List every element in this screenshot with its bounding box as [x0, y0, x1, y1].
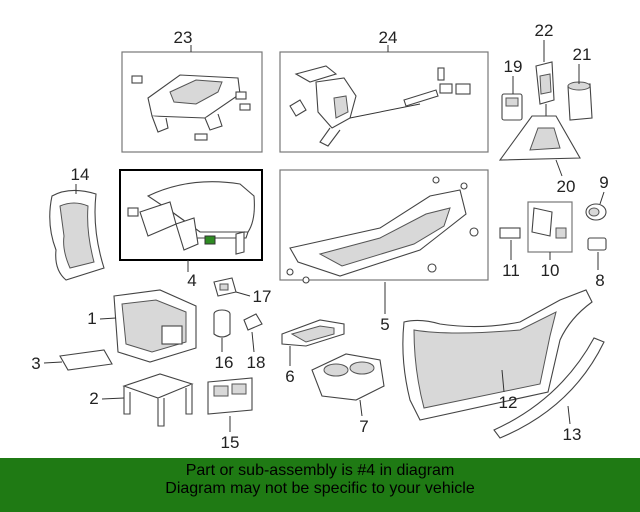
callout-23: 23 — [174, 28, 193, 47]
callout-6: 6 — [285, 367, 294, 386]
callout-2: 2 — [89, 389, 98, 408]
callout-11: 11 — [502, 261, 520, 280]
part-8-plug[interactable] — [587, 237, 607, 251]
callout-13: 13 — [563, 425, 582, 444]
callout-10: 10 — [541, 261, 560, 280]
part-16-socket[interactable] — [213, 309, 231, 338]
part-10-switch-panel[interactable] — [531, 207, 567, 239]
part-21-knob[interactable] — [567, 81, 593, 121]
callout-24: 24 — [379, 28, 398, 47]
part-9-socket[interactable] — [585, 203, 607, 221]
part-4-armrest-lid[interactable] — [127, 181, 255, 255]
callout-7: 7 — [359, 417, 368, 436]
callout-17: 17 — [253, 287, 272, 306]
callout-4: 4 — [187, 271, 196, 290]
callout-22: 22 — [535, 21, 554, 40]
callout-12: 12 — [499, 393, 518, 412]
box-part-24 — [279, 51, 489, 153]
part-2-bracket[interactable] — [122, 373, 194, 427]
exploded-parts-diagram: 23 24 19 22 21 20 — [31, 21, 608, 452]
part-24-shift-lever[interactable] — [289, 65, 471, 147]
part-1-console-frame[interactable] — [113, 289, 197, 363]
part-18-cap[interactable] — [243, 313, 263, 331]
notice-banner: Part or sub-assembly is #4 in diagram Di… — [0, 458, 640, 512]
callout-20: 20 — [557, 177, 576, 196]
callout-16: 16 — [215, 353, 234, 372]
callout-8: 8 — [595, 271, 604, 290]
part-3-pad[interactable] — [59, 349, 113, 371]
banner-line-2: Diagram may not be specific to your vehi… — [165, 480, 475, 497]
callout-1: 1 — [87, 309, 96, 328]
callout-5: 5 — [380, 315, 389, 334]
part-19-switch[interactable] — [501, 93, 523, 121]
part-22-shift-knob[interactable] — [535, 61, 555, 116]
callout-3: 3 — [31, 354, 40, 373]
part-5-console-body[interactable] — [286, 176, 479, 284]
callout-14: 14 — [71, 165, 90, 184]
part-12-side-panel[interactable] — [402, 289, 593, 421]
box-part-4-highlighted — [119, 169, 263, 261]
box-part-5 — [279, 169, 489, 281]
box-part-23 — [121, 51, 263, 153]
banner-line-1: Part or sub-assembly is #4 in diagram — [185, 462, 455, 479]
callout-15: 15 — [221, 433, 240, 452]
part-6-tray-mat[interactable] — [281, 319, 345, 347]
part-7-cup-holder[interactable] — [311, 353, 385, 401]
part-14-side-panel[interactable] — [49, 189, 105, 281]
callout-19: 19 — [504, 57, 523, 76]
part-13-trim-strip[interactable] — [493, 337, 605, 439]
part-23-shift-assembly[interactable] — [131, 74, 251, 141]
callout-9: 9 — [599, 173, 608, 192]
callout-18: 18 — [247, 353, 266, 372]
part-17-clip[interactable] — [213, 277, 237, 297]
part-11-clip[interactable] — [499, 227, 521, 239]
callout-21: 21 — [573, 45, 592, 64]
part-20-shift-boot[interactable] — [498, 115, 581, 161]
part-15-switch-block[interactable] — [207, 377, 253, 415]
